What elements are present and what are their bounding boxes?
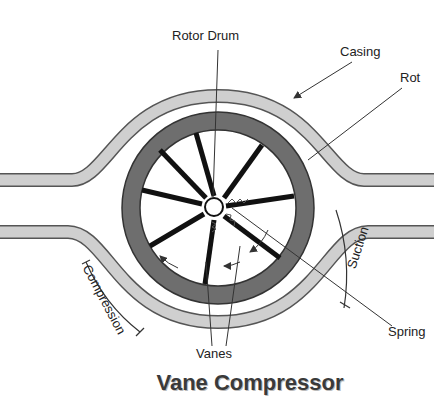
diagram-title: Vane Compressor: [110, 370, 390, 396]
bracket-tick: [340, 302, 350, 308]
hub: [205, 198, 223, 216]
bracket-tick: [136, 328, 144, 336]
vanes: [142, 133, 294, 284]
rotor-drum: [122, 112, 314, 304]
casing-wall: [0, 96, 434, 322]
part-label: Casing: [340, 44, 380, 59]
part-label: Spring: [388, 324, 426, 339]
part-label: Rot: [400, 70, 420, 85]
leader-line: [206, 50, 402, 346]
part-label: Rotor Drum: [172, 28, 239, 43]
rotor-inner: [140, 130, 296, 286]
part-label: Vanes: [196, 346, 232, 361]
rotation-arrow: [160, 230, 268, 268]
